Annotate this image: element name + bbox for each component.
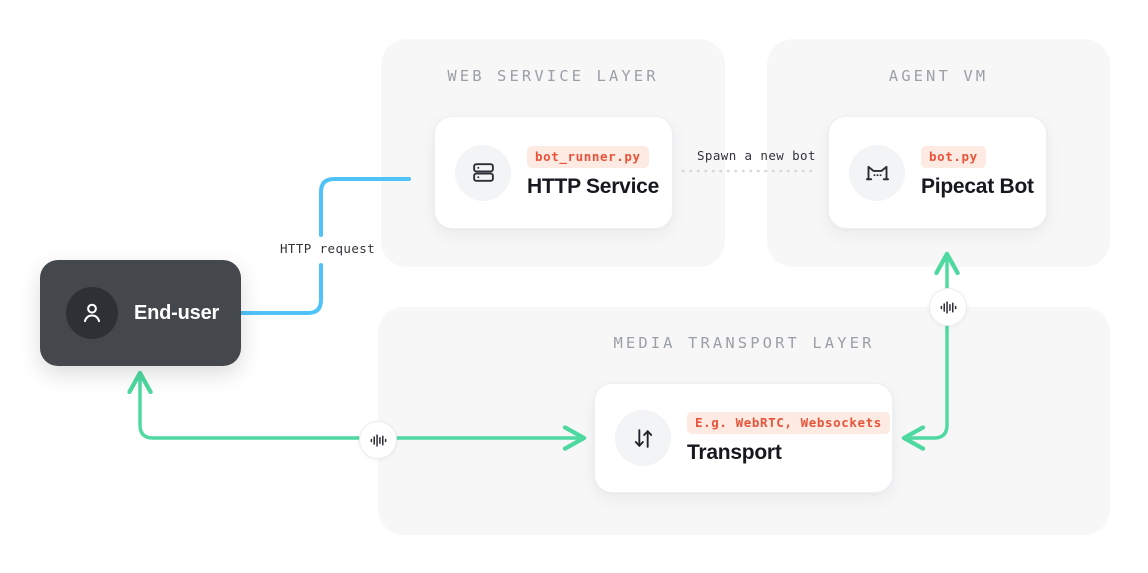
panel-title-agent-vm: AGENT VM (888, 67, 989, 85)
server-icon (455, 144, 511, 201)
audio-waveform-icon-left (359, 421, 397, 459)
node-pipecat-bot[interactable]: bot.py Pipecat Bot (828, 116, 1047, 229)
transport-tag: E.g. WebRTC, Websockets (687, 411, 890, 434)
transport-title: Transport (687, 440, 782, 464)
pipecat-bot-title: Pipecat Bot (921, 175, 1034, 198)
pipecat-bot-body: bot.py Pipecat Bot (921, 146, 1034, 199)
up-down-arrows-icon (615, 410, 671, 466)
audio-waveform-icon-right (929, 288, 967, 326)
pipecat-bot-tag: bot.py (921, 146, 986, 168)
http-service-title: HTTP Service (527, 175, 660, 198)
http-service-body: bot_runner.py HTTP Service (527, 146, 659, 199)
edge-label-http-request: HTTP request (276, 241, 380, 256)
node-end-user[interactable]: End-user (40, 260, 241, 366)
edge-label-spawn-a-new-bot: Spawn a new bot (697, 148, 816, 163)
panel-title-media-transport-layer: MEDIA TRANSPORT LAYER (613, 334, 875, 352)
transport-body: E.g. WebRTC, Websockets Transport (687, 411, 890, 465)
cat-icon (849, 144, 905, 201)
node-http-service[interactable]: bot_runner.py HTTP Service (434, 116, 673, 229)
node-transport[interactable]: E.g. WebRTC, Websockets Transport (594, 383, 893, 493)
panel-title-web-service-layer: WEB SERVICE LAYER (447, 67, 659, 85)
end-user-label: End-user (134, 301, 220, 324)
person-icon (66, 287, 118, 339)
http-service-tag: bot_runner.py (527, 146, 649, 168)
